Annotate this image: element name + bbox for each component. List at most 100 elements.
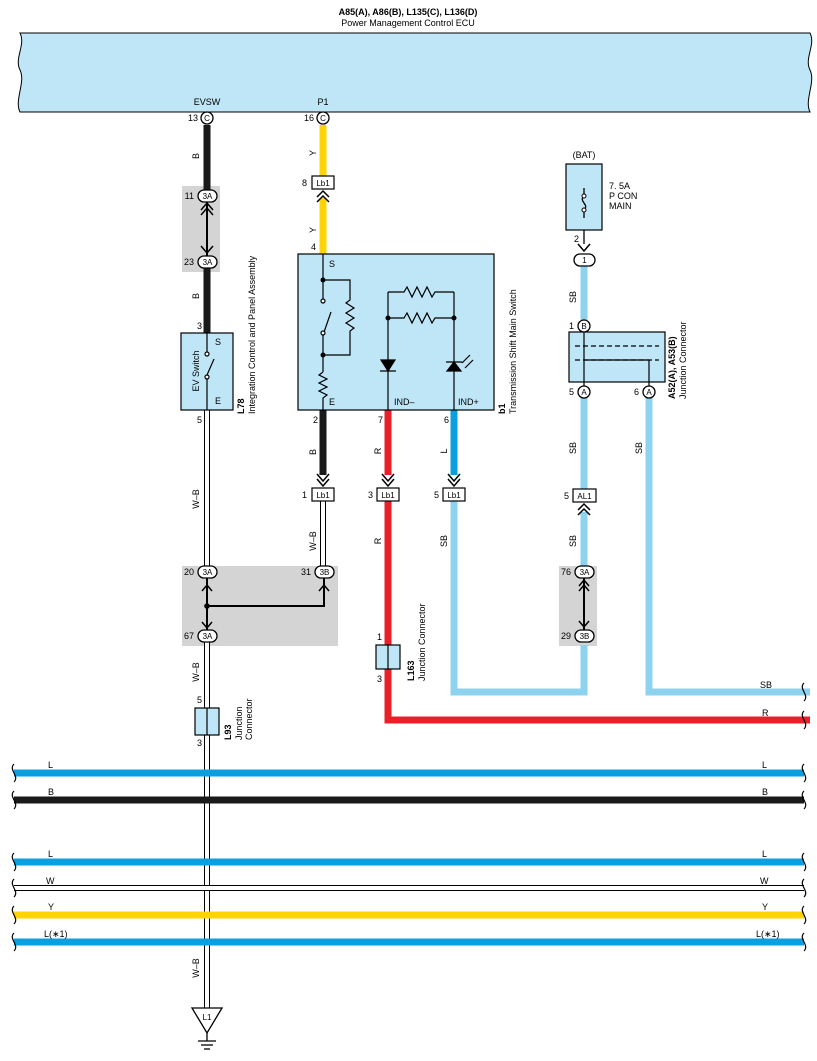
- arrow-3a-67: [201, 621, 213, 630]
- pin-number-5-l93: 5: [197, 695, 202, 705]
- pin-number-67: 67: [184, 631, 194, 641]
- pin-number-3-l78: 3: [197, 321, 202, 331]
- pin-number-3-l163: 3: [377, 674, 382, 684]
- wire-label-wb-3: W–B: [191, 958, 201, 978]
- bus-label-b-right: B: [762, 787, 768, 797]
- wire-label-r-1: R: [373, 447, 383, 454]
- pin-number-4: 4: [311, 242, 316, 252]
- fuse-name-1: P CON: [609, 191, 637, 201]
- pin-number-7-b1: 7: [378, 415, 383, 425]
- connector-3a-pin-11: 3A: [197, 189, 218, 203]
- arrow-3a-20: [201, 583, 213, 592]
- b1-pin-s-label: S: [329, 259, 335, 269]
- svg-text:Lb1: Lb1: [381, 491, 395, 500]
- connector-3a-pin-67: 3A: [197, 629, 218, 643]
- pin-number-3-l93: 3: [197, 738, 202, 748]
- pin-number-6-jc: 6: [634, 387, 639, 397]
- junction-dot-3a: [204, 603, 210, 609]
- bus-label-y-left: Y: [48, 902, 54, 912]
- l163-name: Junction Connector: [417, 603, 427, 681]
- b1-id: b1: [497, 403, 507, 414]
- jc-pin-a-6-letter: A: [646, 388, 652, 397]
- bat-label: (BAT): [573, 150, 596, 160]
- pin-number-1-lb1: 1: [302, 490, 307, 500]
- bus-label-b-left: B: [48, 787, 54, 797]
- wire-label-y-1: Y: [308, 150, 318, 156]
- connector-3b-pin-29: 3B: [574, 629, 595, 643]
- svg-text:Lb1: Lb1: [447, 491, 461, 500]
- pin-number-8: 8: [302, 178, 307, 188]
- svg-text:AL1: AL1: [577, 492, 592, 501]
- ecu-pin-13-connector: C: [200, 111, 214, 125]
- b1-ind-minus-label: IND–: [394, 397, 415, 407]
- b1-led-symbol: [445, 361, 463, 372]
- l163-id: L163: [406, 660, 416, 681]
- svg-text:C: C: [320, 114, 326, 123]
- fuse-terminal-top: [581, 193, 587, 199]
- pin-number-1-l163: 1: [377, 632, 382, 642]
- wire-r-to-bus: [384, 500, 810, 724]
- arrow-lb1-8: [316, 189, 330, 203]
- connector-fuse-pin-1: 1: [573, 253, 596, 267]
- jc-pin-a-5-letter: A: [581, 388, 587, 397]
- connector-al1-pin-5: AL1: [572, 488, 597, 503]
- svg-text:3A: 3A: [203, 192, 213, 201]
- b1-name: Transmission Shift Main Switch: [508, 289, 518, 414]
- arrow-3b-29: [578, 620, 590, 629]
- arrow-3b-31: [318, 583, 330, 592]
- pin-number-1-jc: 1: [569, 321, 574, 331]
- l78-id: L78: [236, 398, 246, 414]
- pin-number-20: 20: [184, 567, 194, 577]
- pin-number-76: 76: [561, 567, 571, 577]
- bus-label-l-left: L: [48, 760, 53, 770]
- svg-text:3B: 3B: [320, 568, 330, 577]
- wire-label-sb-4: SB: [568, 535, 578, 547]
- wire-label-r-2: R: [373, 537, 383, 544]
- svg-text:3A: 3A: [580, 568, 590, 577]
- connector-3a-pin-76: 3A: [574, 565, 595, 579]
- bus-label-y-right: Y: [762, 902, 768, 912]
- bus-label-l-right: L: [762, 760, 767, 770]
- wire-sb-lb1: [450, 500, 588, 696]
- svg-text:1: 1: [582, 256, 587, 265]
- ground-label: L1: [203, 1013, 212, 1022]
- bus-label-l2-left: L: [48, 849, 53, 859]
- wire-label-sb-1: SB: [439, 535, 449, 547]
- jc-pin-a-5: [577, 385, 591, 399]
- wire-label-b-2: B: [191, 293, 201, 299]
- b1-ind-plus-label: IND+: [458, 397, 479, 407]
- l78-ev-switch-label: EV Switch: [191, 350, 201, 391]
- l78-name: Integration Control and Panel Assembly: [247, 255, 257, 414]
- wire-label-y-2: Y: [308, 227, 318, 233]
- wire-label-b-1: B: [191, 153, 201, 159]
- pin-number-6-b1: 6: [444, 415, 449, 425]
- pin-number-23: 23: [184, 257, 194, 267]
- b1-diode-symbol: [379, 359, 397, 373]
- pin-number-2-b1: 2: [313, 415, 318, 425]
- jc-name: Junction Connector: [678, 321, 688, 399]
- ecu-pin-13-number: 13: [188, 113, 198, 123]
- b1-internal-circuit: [317, 254, 474, 410]
- pin-number-5-lb1: 5: [434, 490, 439, 500]
- bus-label-lstar-left: L(∗1): [44, 929, 68, 939]
- svg-text:Lb1: Lb1: [316, 179, 330, 188]
- b1-pin-e-label: E: [329, 397, 335, 407]
- bus-break-marks: [11, 682, 807, 952]
- svg-text:3B: 3B: [580, 632, 590, 641]
- connector-lb1-pin-1: Lb1: [311, 487, 335, 502]
- pin-number-31: 31: [301, 567, 311, 577]
- svg-text:3A: 3A: [203, 632, 213, 641]
- pin-number-11: 11: [185, 191, 194, 201]
- pin-number-5-l78: 5: [197, 415, 202, 425]
- l78-pin-s-label: S: [215, 337, 221, 347]
- l78-switch-symbol: [204, 333, 215, 410]
- arrow-fuse-2: [577, 243, 591, 253]
- wire-label-sb-5: SB: [634, 442, 644, 454]
- pin-number-5-al1: 5: [564, 491, 569, 501]
- ground-icon: [198, 1033, 216, 1050]
- bus-label-l2-right: L: [762, 849, 767, 859]
- jc-id: A52(A), A53(B): [667, 336, 677, 399]
- diagram-subtitle: Power Management Control ECU: [341, 18, 475, 28]
- ecu-pin-p1: P1: [317, 97, 328, 107]
